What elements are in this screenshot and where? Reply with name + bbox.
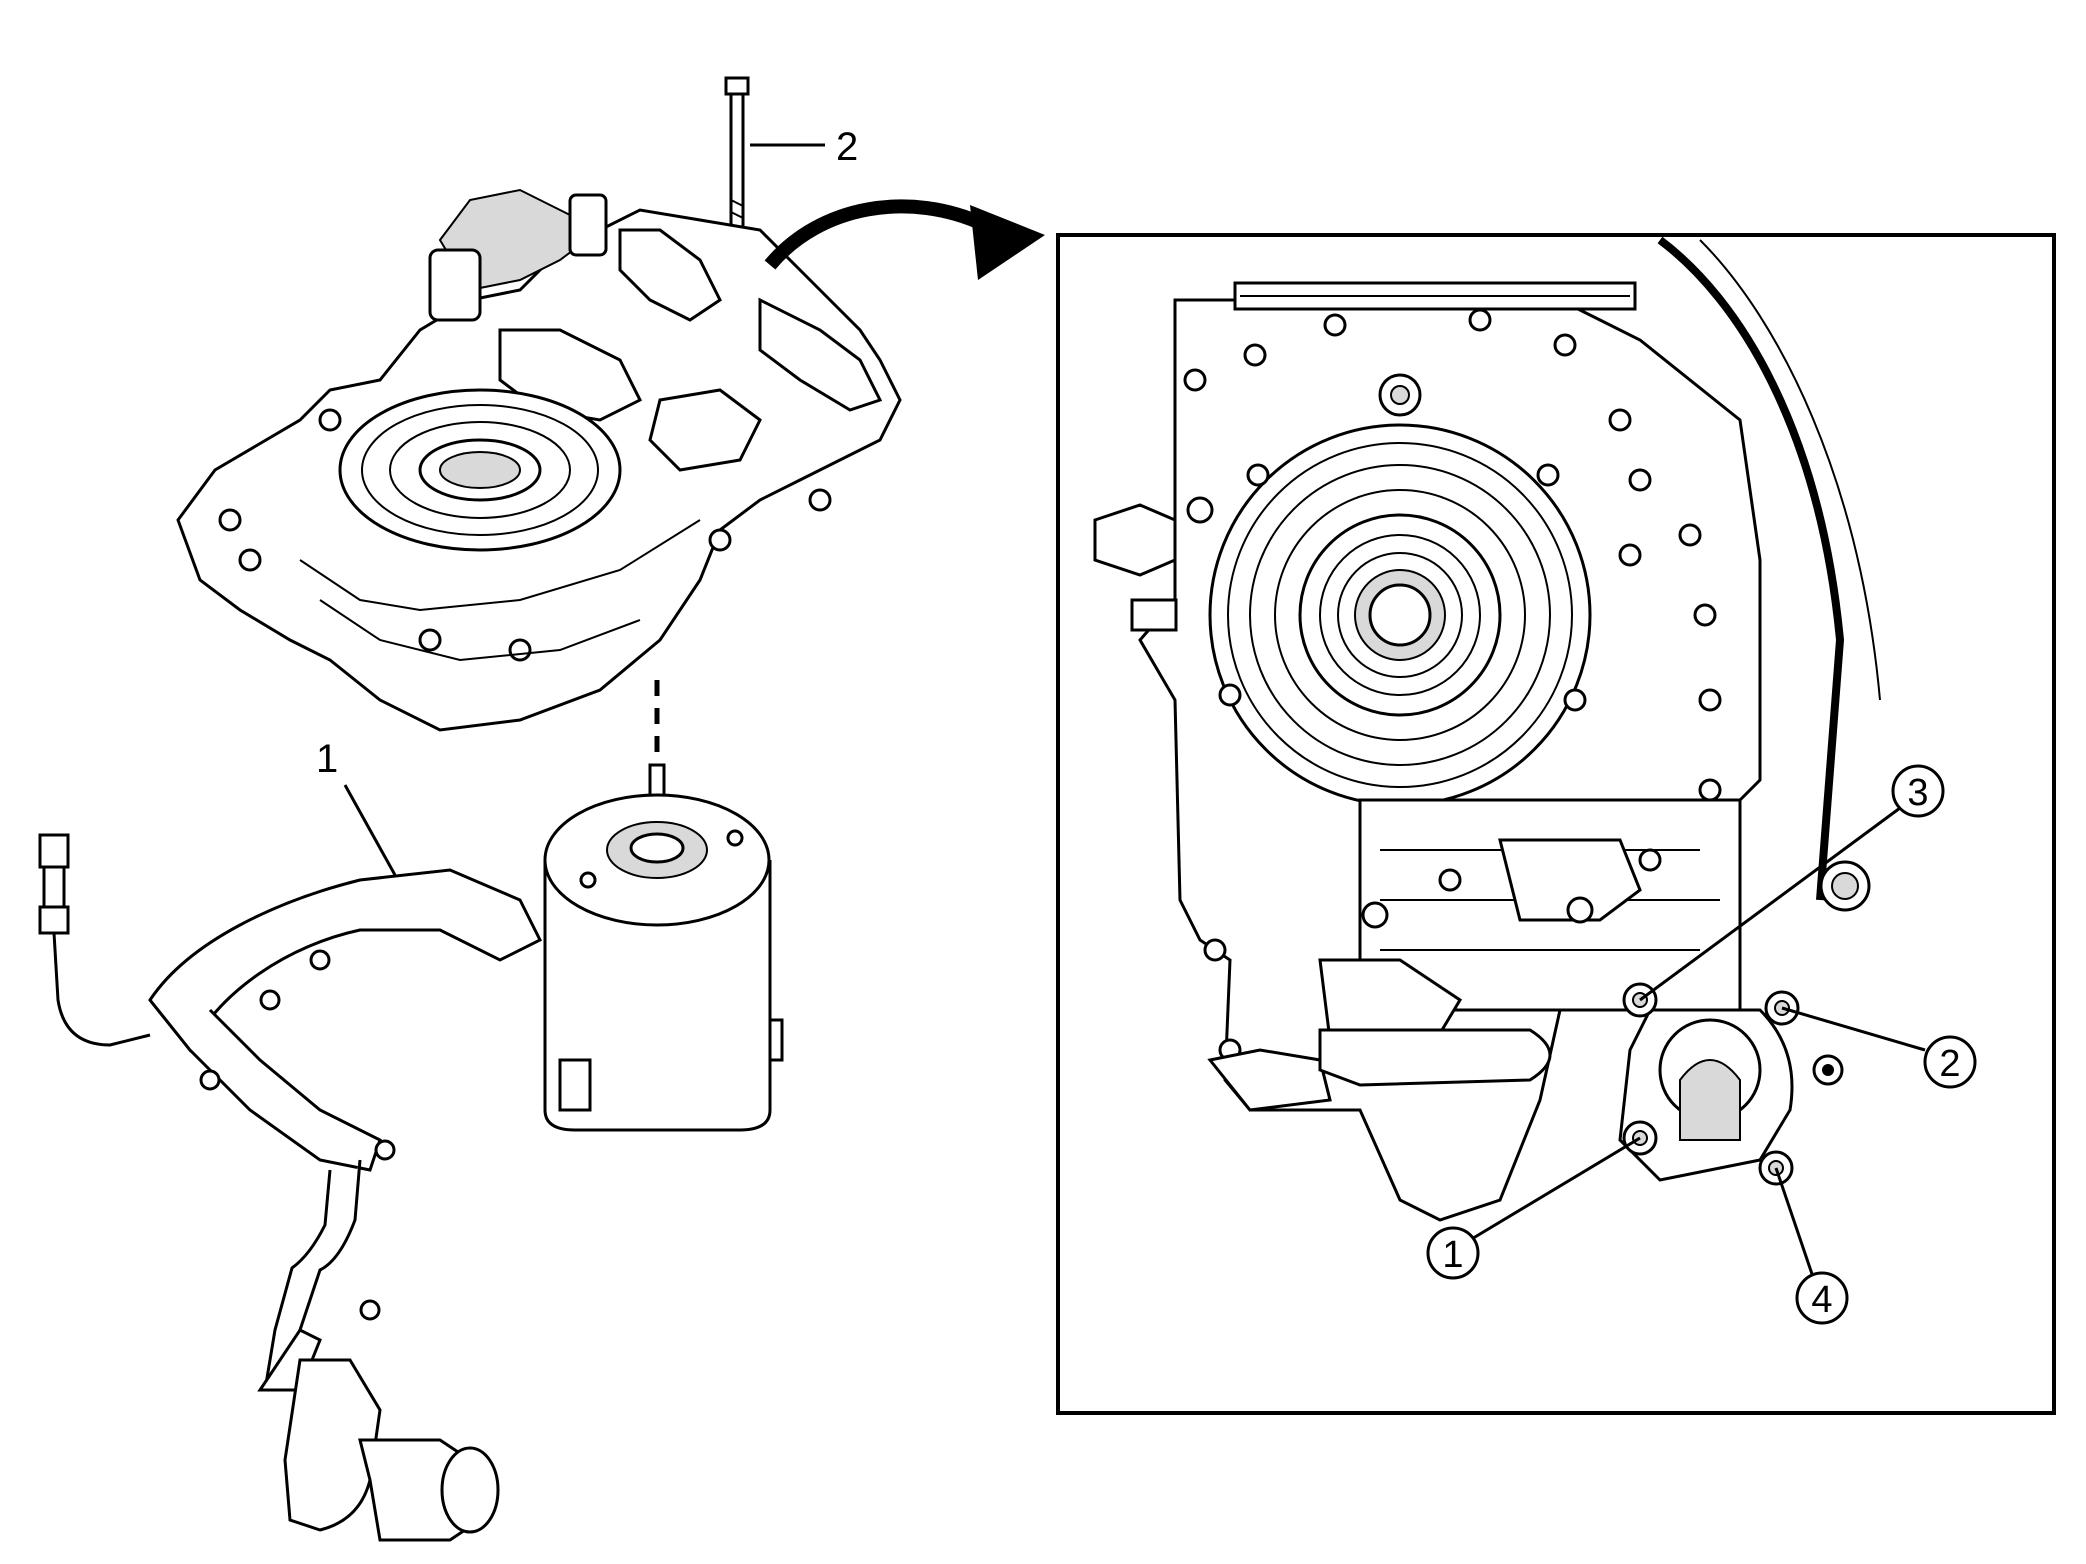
inset-callout-3-label: 3 (1907, 772, 1928, 814)
inset-callout-2: 2 (1781, 1006, 1977, 1089)
motor-assembly (543, 763, 784, 1132)
callout-2: 2 (750, 125, 858, 169)
callout-arrow (764, 199, 1045, 280)
inset-callout-1: 1 (1426, 1136, 1641, 1280)
inset-callout-3: 3 (1639, 764, 1945, 1002)
inset-view (1093, 236, 1881, 1222)
wiring-harness (38, 833, 543, 1542)
callout-2-label: 2 (836, 125, 858, 169)
valve-body-housing (176, 188, 902, 732)
inset-callout-4: 4 (1774, 1167, 1849, 1325)
inset-callout-2-label: 2 (1939, 1043, 1960, 1085)
callout-1-label: 1 (316, 737, 338, 781)
callout-1: 1 (316, 737, 397, 876)
inset-callout-1-label: 1 (1442, 1234, 1463, 1276)
inset-callout-4-label: 4 (1811, 1279, 1832, 1321)
